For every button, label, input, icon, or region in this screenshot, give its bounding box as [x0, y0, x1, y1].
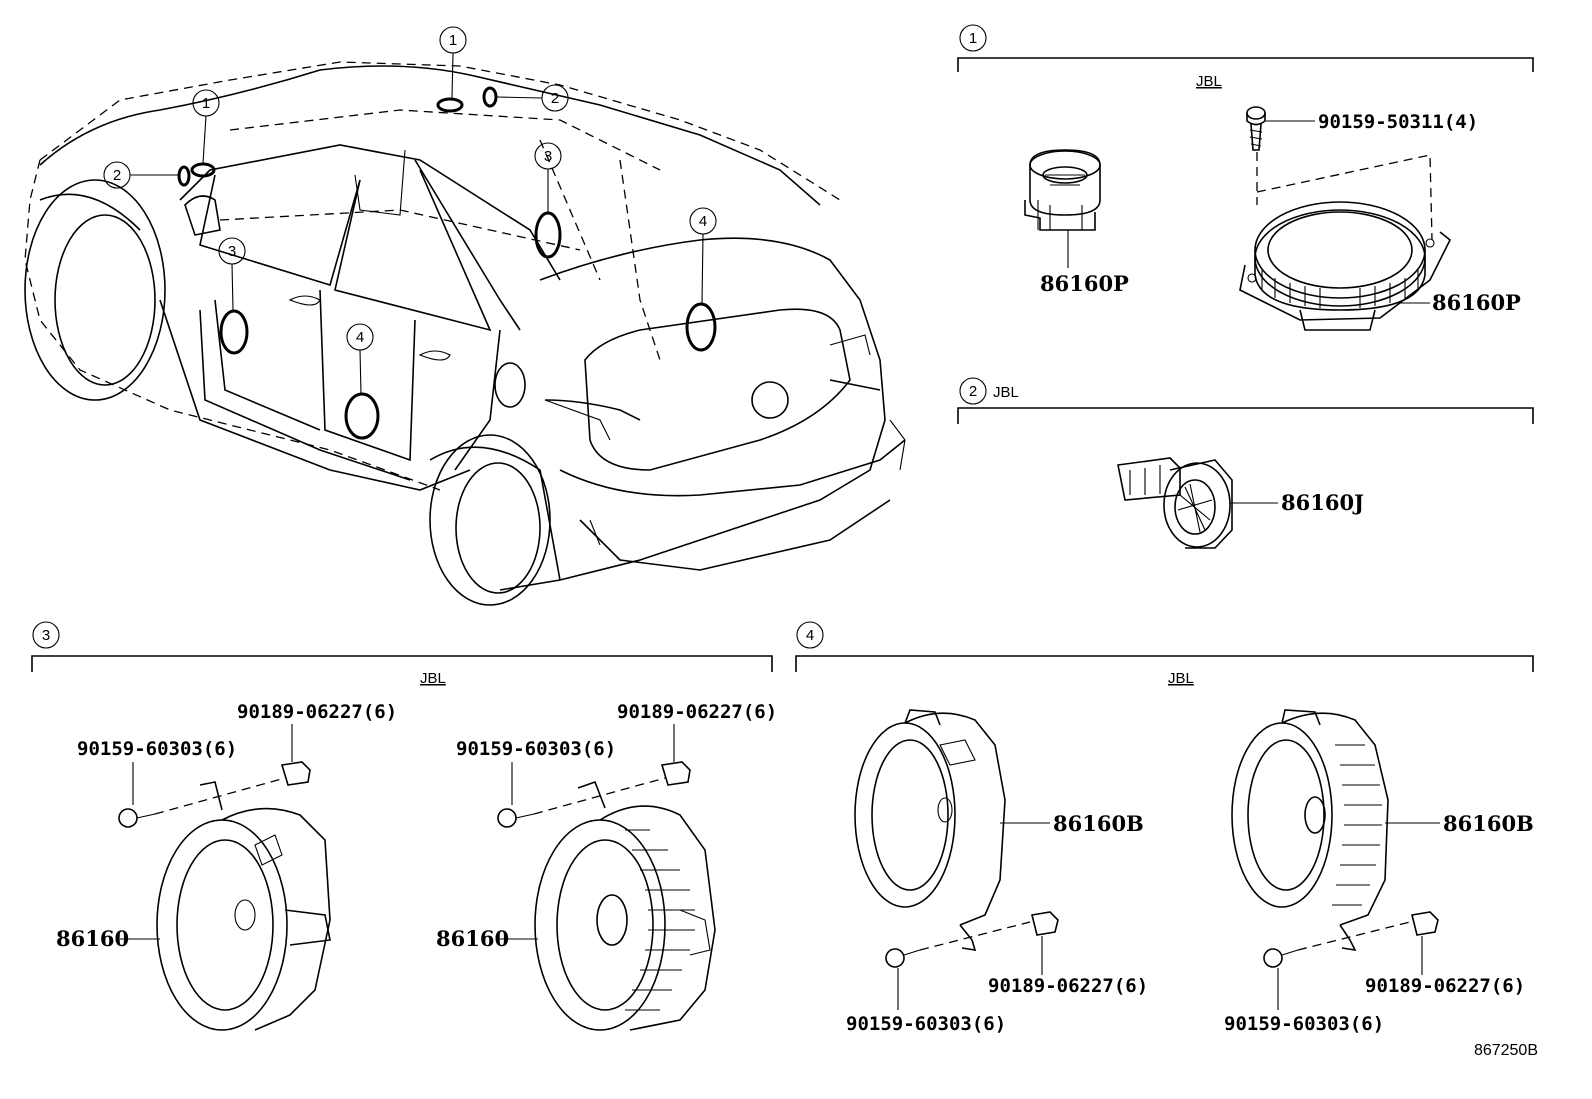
- s3-left-speaker-drawing: [120, 781, 331, 1031]
- callout-4-front: 4: [356, 329, 364, 346]
- section-2-number: 2: [969, 383, 977, 400]
- callout-2-roof: 2: [551, 90, 559, 107]
- s3-right-screw-drawing: [497, 808, 535, 828]
- s3-right-speaker-drawing: [498, 780, 716, 1031]
- car-illustration: [24, 61, 906, 606]
- s3-left-screw-drawing: [118, 808, 156, 828]
- s4-right-speaker-drawing: [1231, 709, 1440, 952]
- s3-right-clip-drawing: [660, 761, 691, 786]
- s4-right-speaker-part: 86160B: [1443, 811, 1534, 836]
- s4-right-clip-drawing: [1411, 911, 1439, 936]
- s3-left-clip-drawing: [280, 761, 311, 786]
- s4-left-clip-drawing: [1031, 911, 1059, 936]
- s1-speaker-drawing: [1239, 201, 1452, 331]
- section-3-brand: JBL: [420, 670, 446, 687]
- section-1-number: 1: [969, 30, 977, 47]
- s3-left-speaker-part: 86160: [56, 926, 129, 951]
- s4-left-screw-drawing: [885, 948, 921, 968]
- s4-left-clip-part: 90189-06227(6): [988, 975, 1148, 997]
- s1-tweeter-drawing: [1024, 149, 1101, 268]
- s4-left-speaker-drawing: [854, 709, 1050, 951]
- s4-right-clip-part: 90189-06227(6): [1365, 975, 1525, 997]
- callout-2-front: 2: [113, 167, 121, 184]
- section-4: 4 JBL 86160B 90189-06227(6) 90159-60303(…: [795, 621, 1534, 1035]
- car-speaker-locations: [177, 86, 717, 440]
- s4-left-speaker-part: 86160B: [1053, 811, 1144, 836]
- s1-screw-part: 90159-50311(4): [1318, 111, 1478, 133]
- callout-3-front: 3: [228, 243, 236, 260]
- section-2-brand: JBL: [993, 384, 1019, 401]
- s3-left-clip-part: 90189-06227(6): [237, 701, 397, 723]
- section-2: 2 JBL 86160J: [957, 377, 1534, 549]
- s3-right-clip-part: 90189-06227(6): [617, 701, 777, 723]
- callout-4-rear: 4: [699, 213, 707, 230]
- section-4-number: 4: [806, 627, 814, 644]
- s1-tweeter-part: 86160P: [1040, 271, 1129, 296]
- diagram-reference-number: 867250B: [1474, 1042, 1538, 1059]
- s1-speaker-part: 86160P: [1432, 290, 1521, 315]
- s2-tweeter-drawing: [1117, 457, 1278, 549]
- s4-left-screw-part: 90159-60303(6): [846, 1013, 1006, 1035]
- callout-1-roof: 1: [449, 32, 457, 49]
- section-1-brand: JBL: [1196, 73, 1222, 90]
- s3-left-screw-part: 90159-60303(6): [77, 738, 237, 760]
- s3-right-screw-part: 90159-60303(6): [456, 738, 616, 760]
- section-3: 3 JBL 90189-06227(6) 90159-60303(6) 8616…: [31, 621, 777, 1031]
- s3-right-speaker-part: 86160: [436, 926, 509, 951]
- callout-1-front: 1: [202, 95, 210, 112]
- s4-right-screw-part: 90159-60303(6): [1224, 1013, 1384, 1035]
- s4-right-screw-drawing: [1263, 948, 1299, 968]
- section-1: 1 JBL 86160P 90159-50311(4): [957, 24, 1534, 331]
- section-4-brand: JBL: [1168, 670, 1194, 687]
- s1-screw-drawing: [1246, 106, 1315, 151]
- car-callouts: 1 1 2 2 3 3 4 4: [103, 26, 717, 395]
- section-3-number: 3: [42, 627, 50, 644]
- s2-tweeter-part: 86160J: [1281, 490, 1364, 515]
- callout-3-rear: 3: [544, 148, 552, 165]
